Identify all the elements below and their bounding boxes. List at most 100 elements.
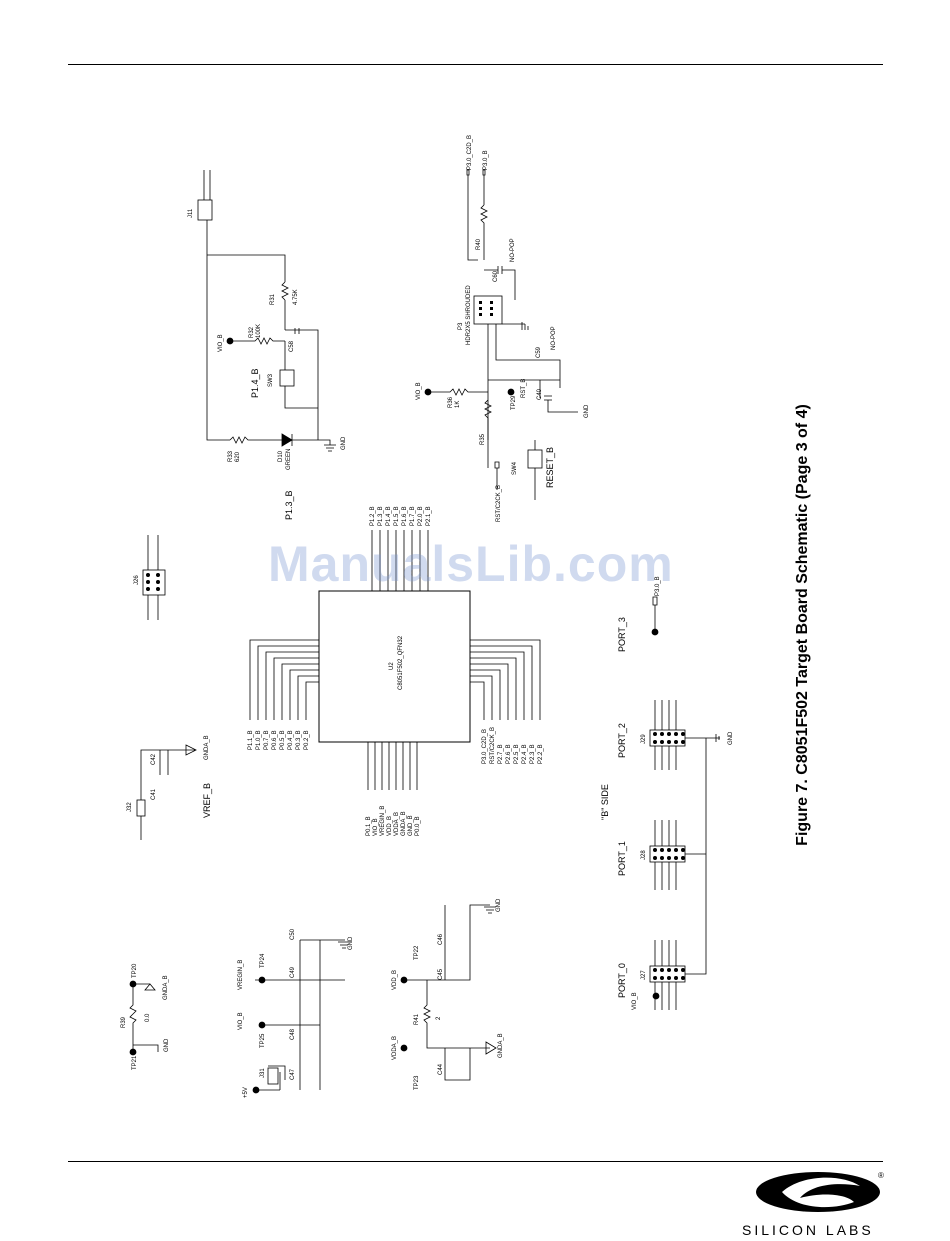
- company-name: SILICON LABS: [742, 1222, 874, 1238]
- pin-label: P1.3_B: [378, 506, 384, 526]
- p3-desc: HDR2X5 SHROUDED: [466, 285, 472, 345]
- header-pin: [660, 968, 664, 972]
- net-p30: P3.0_B: [483, 150, 489, 170]
- net-rstb: RST_B: [521, 379, 527, 398]
- pin-label: GNDA_B: [401, 811, 407, 836]
- r40-ref: R40: [476, 238, 482, 250]
- pin-label: VDDA_B: [394, 812, 400, 836]
- plus5v: +5V: [243, 1087, 249, 1098]
- gnd-5: GND: [496, 898, 502, 912]
- header-pin: [674, 740, 678, 744]
- c60-ref: C60: [493, 270, 499, 282]
- header-pin: [674, 976, 678, 980]
- ic-left-pins: [249, 639, 319, 720]
- c41-ref: C41: [151, 788, 157, 800]
- j26-ref: J26: [134, 575, 140, 585]
- c60-pop: NO-POP: [510, 238, 516, 262]
- c59-ref: C59: [536, 346, 542, 358]
- c48-ref: C48: [290, 1028, 296, 1040]
- pin-label: P0.1_B: [366, 816, 372, 836]
- r39-val: 0.0: [145, 1013, 151, 1022]
- port-2-label: PORT_2: [617, 723, 627, 758]
- switch-sw4: [527, 449, 543, 469]
- pin-label: P1.4_B: [386, 506, 392, 526]
- header-pin: [674, 848, 678, 852]
- gnd-4: GND: [348, 936, 354, 950]
- r36-val: 1K: [455, 401, 461, 408]
- ic-top-pins: [371, 530, 429, 591]
- net-rstc2ck: RST/C2CK_B: [496, 485, 502, 522]
- pin-label: P2.3_B: [530, 744, 536, 764]
- pin-label: P2.5_B: [514, 744, 520, 764]
- c50-ref: C50: [290, 928, 296, 940]
- vdda-label: VDDA_B: [392, 1036, 398, 1060]
- header-pin: [653, 740, 657, 744]
- r35-ref: R35: [480, 433, 486, 445]
- header-pin: [660, 976, 664, 980]
- header-pin: [667, 976, 671, 980]
- pin-label: VREGIN_B: [380, 806, 386, 836]
- header-j32: [136, 799, 146, 817]
- j11-ref: J11: [188, 208, 194, 218]
- silicon-labs-logo-icon: ®: [756, 1171, 884, 1212]
- c59-pop: NO-POP: [551, 326, 557, 350]
- c49-ref: C49: [290, 966, 296, 978]
- header-j31: [267, 1067, 279, 1085]
- pin-label: P1.5_B: [394, 506, 400, 526]
- net-p30-c2d: P3.0_C2D_B: [467, 135, 473, 170]
- pin-label: P0.3_B: [296, 730, 302, 750]
- gnd-3: GND: [164, 1038, 170, 1052]
- pin-label: GND_B: [408, 815, 414, 836]
- tp21-ref: TP21: [132, 1055, 138, 1070]
- pin-label: P1.2_B: [370, 506, 376, 526]
- header-pin: [681, 740, 685, 744]
- header-j26: [142, 569, 166, 596]
- header-pin: [681, 732, 685, 736]
- pin-label: RST/C2CK_B: [490, 727, 496, 764]
- pin-label: P0.2_B: [304, 730, 310, 750]
- pin-label: P2.4_B: [522, 744, 528, 764]
- header-pin: [667, 856, 671, 860]
- header-pin: [660, 856, 664, 860]
- vio-label-4: VIO_B: [632, 992, 638, 1010]
- net-vrefb: VREF_B: [202, 783, 212, 818]
- pin-label: P2.1_B: [426, 506, 432, 526]
- sw4-ref: SW4: [512, 461, 518, 475]
- pin-label: P2.0_B: [418, 506, 424, 526]
- header-pin: [674, 968, 678, 972]
- r33-val: 620: [235, 451, 241, 462]
- header-j11: [197, 199, 213, 221]
- pin-label: P0.4_B: [288, 730, 294, 750]
- vdd-label: VDD_B: [392, 970, 398, 990]
- r33-ref: R33: [228, 450, 234, 462]
- c44-ref: C44: [438, 1063, 444, 1075]
- tp29-ref: TP29: [511, 395, 517, 410]
- header-pin: [674, 732, 678, 736]
- header-pin: [674, 856, 678, 860]
- j31-ref: J31: [260, 1068, 266, 1078]
- gnd-2: GND: [584, 404, 590, 418]
- sw3-ref: SW3: [268, 373, 274, 387]
- net-p14b: P1.4_B: [250, 368, 260, 398]
- header-pin: [681, 856, 685, 860]
- gnd-1: GND: [341, 436, 347, 450]
- ic-part: C8051F502_QFN32: [398, 635, 404, 690]
- pin-label: P0.7_B: [264, 730, 270, 750]
- header-pin: [653, 968, 657, 972]
- pin-label: P2.6_B: [506, 744, 512, 764]
- d10-val: GREEN: [286, 449, 292, 470]
- header-p3: [473, 295, 503, 325]
- vregin: VREGIN_B: [238, 960, 244, 990]
- vio-label-1: VIO_B: [218, 334, 224, 352]
- header-pin: [660, 848, 664, 852]
- tp20-ref: TP20: [132, 963, 138, 978]
- port-1-label: PORT_1: [617, 841, 627, 876]
- r32-val: 100K: [256, 324, 262, 338]
- header-pin: [681, 976, 685, 980]
- header-pin: [653, 848, 657, 852]
- pin-label: P2.7_B: [498, 744, 504, 764]
- pin-label: P3.0_C2D_B: [482, 729, 488, 764]
- tp23-ref: TP23: [414, 1075, 420, 1090]
- header-rule: [68, 64, 883, 65]
- header-pin: [653, 976, 657, 980]
